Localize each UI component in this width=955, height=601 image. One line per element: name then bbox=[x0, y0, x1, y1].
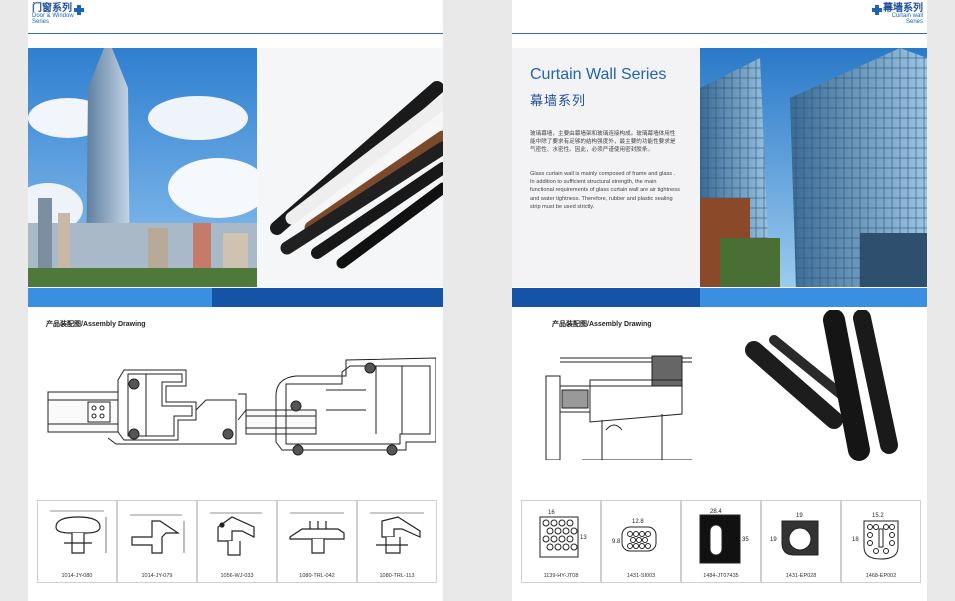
profile-card-6: 16 13 1139-HY-JT08 bbox=[521, 500, 601, 583]
right-accent-bar-light bbox=[700, 288, 927, 307]
profile-card-7: 12.8 9.8 1431-SI003 bbox=[601, 500, 681, 583]
profile-code-6: 1139-HY-JT08 bbox=[543, 573, 579, 579]
profile-code-10: 1468-EP002 bbox=[865, 573, 897, 579]
intro-text-panel bbox=[512, 48, 700, 287]
profile-card-2: 1014-JY-079 bbox=[117, 500, 197, 583]
description-en: Glass curtain wall is mainly composed of… bbox=[530, 171, 680, 210]
profile-code-2: 1014-JY-079 bbox=[141, 573, 173, 579]
profile-code-5: 1080-TRL-113 bbox=[379, 573, 415, 579]
profile-card-9: 19 19 1431-EP028 bbox=[761, 500, 841, 583]
profile-7-height: 9.8 bbox=[612, 539, 621, 545]
profile-code-7: 1431-SI003 bbox=[626, 573, 656, 579]
skyscraper-photo bbox=[28, 48, 257, 287]
left-section-label: 产品装配图/Assembly Drawing bbox=[46, 321, 146, 328]
series-title-cn: 幕墙系列 bbox=[530, 93, 587, 108]
profile-9-width: 19 bbox=[796, 513, 803, 519]
right-header-title-en-2: Series bbox=[905, 19, 923, 25]
profile-card-4: 1080-TRL-042 bbox=[277, 500, 357, 583]
rubber-profiles-photo bbox=[744, 310, 919, 470]
description-cn: 玻璃幕墙，主要由幕墙架和玻璃连接构成。玻璃幕墙体用性能中除了要求有足够的结构强度… bbox=[530, 131, 676, 154]
right-header-title-cn: 幕墙系列 bbox=[883, 3, 923, 14]
left-assembly-drawing bbox=[47, 357, 436, 456]
profile-8-width: 28.4 bbox=[710, 509, 722, 515]
left-header-title-cn: 门窗系列 bbox=[32, 3, 72, 14]
left-page: 门窗系列 Door & Window Series bbox=[28, 0, 443, 601]
curtain-wall-photo bbox=[700, 48, 927, 287]
profile-code-4: 1080-TRL-042 bbox=[299, 573, 335, 579]
profile-card-3: 1056-WJ-033 bbox=[197, 500, 277, 583]
profile-code-9: 1431-EP028 bbox=[785, 573, 817, 579]
profile-card-10: 15.2 18 1468-EP002 bbox=[841, 500, 921, 583]
profile-7-width: 12.8 bbox=[632, 519, 644, 525]
left-accent-bar-light bbox=[28, 288, 212, 307]
sealing-strips-photo bbox=[257, 48, 443, 287]
profile-10-width: 15.2 bbox=[872, 513, 884, 519]
right-header-title-en-1: Curtain wall bbox=[891, 13, 923, 19]
left-header-title-en-1: Door & Window bbox=[32, 13, 74, 19]
profile-10-height: 18 bbox=[852, 537, 859, 543]
brand-logo-icon bbox=[74, 5, 84, 15]
right-header: 幕墙系列 Curtain wall Series bbox=[883, 3, 923, 26]
right-section-label: 产品装配图/Assembly Drawing bbox=[552, 321, 652, 328]
left-header-rule bbox=[28, 33, 443, 34]
profile-9-height: 19 bbox=[770, 537, 777, 543]
profile-code-1: 1014-JY-080 bbox=[61, 573, 93, 579]
profile-6-height: 13 bbox=[580, 535, 587, 541]
profile-8-height: 35 bbox=[742, 537, 749, 543]
profile-card-5: 1080-TRL-113 bbox=[357, 500, 437, 583]
profile-card-1: 1014-JY-080 bbox=[37, 500, 117, 583]
profile-card-8: 28.4 35 1484-JT07435 bbox=[681, 500, 761, 583]
right-accent-bar-dark bbox=[512, 288, 700, 307]
left-accent-bar-dark bbox=[212, 288, 443, 307]
profile-6-width: 16 bbox=[548, 510, 555, 516]
right-assembly-drawing bbox=[545, 355, 692, 460]
series-title-en: Curtain Wall Series bbox=[530, 66, 667, 83]
right-header-rule bbox=[512, 33, 927, 34]
brand-logo-icon-right bbox=[872, 5, 882, 15]
left-header-title-en-2: Series bbox=[32, 19, 50, 25]
left-header: 门窗系列 Door & Window Series bbox=[32, 3, 74, 26]
profile-code-8: 1484-JT07435 bbox=[703, 573, 739, 579]
profile-code-3: 1056-WJ-033 bbox=[220, 573, 254, 579]
right-page: 幕墙系列 Curtain wall Series Curtain Wall Se… bbox=[512, 0, 927, 601]
